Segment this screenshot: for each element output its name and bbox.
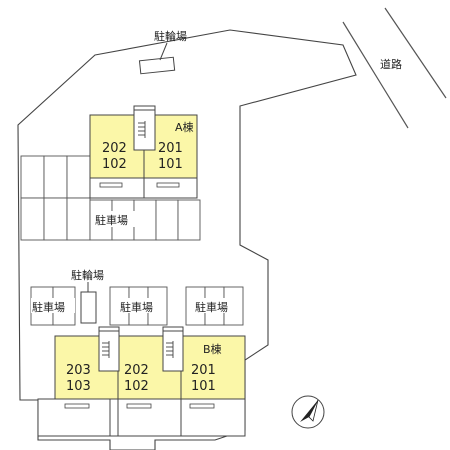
building-b-label: B棟 xyxy=(203,342,222,356)
unit-b-102: 102 xyxy=(124,379,149,394)
unit-a-202: 202 xyxy=(102,141,127,156)
unit-b-203: 203 xyxy=(66,363,91,378)
building-a xyxy=(89,105,198,199)
unit-a-201: 201 xyxy=(158,141,183,156)
bike-parking-top xyxy=(138,56,176,75)
bike-parking-lower-label: 駐輪場 xyxy=(71,268,104,282)
bike-parking-lower xyxy=(80,291,97,324)
bike-parking-top-pointer xyxy=(159,42,168,61)
parking-right-label: 駐車場 xyxy=(195,300,228,314)
bike-parking-top-label: 駐輪場 xyxy=(154,29,187,43)
unit-a-101: 101 xyxy=(158,157,183,172)
north-arrow-icon xyxy=(291,395,325,429)
parking-middle-label: 駐車場 xyxy=(95,213,128,227)
stairs-icon xyxy=(133,105,156,151)
unit-a-102: 102 xyxy=(102,157,127,172)
road-label: 道路 xyxy=(380,57,402,71)
unit-b-202: 202 xyxy=(124,363,149,378)
building-b xyxy=(37,326,246,437)
parking-center-label: 駐車場 xyxy=(120,300,153,314)
unit-b-101: 101 xyxy=(191,379,216,394)
parking-grid-left xyxy=(20,155,91,241)
building-a-label: A棟 xyxy=(175,120,194,134)
road xyxy=(342,7,447,129)
unit-b-201: 201 xyxy=(191,363,216,378)
parking-middle-label-bg xyxy=(93,211,135,227)
parking-left-label: 駐車場 xyxy=(32,300,65,314)
unit-b-103: 103 xyxy=(66,379,91,394)
